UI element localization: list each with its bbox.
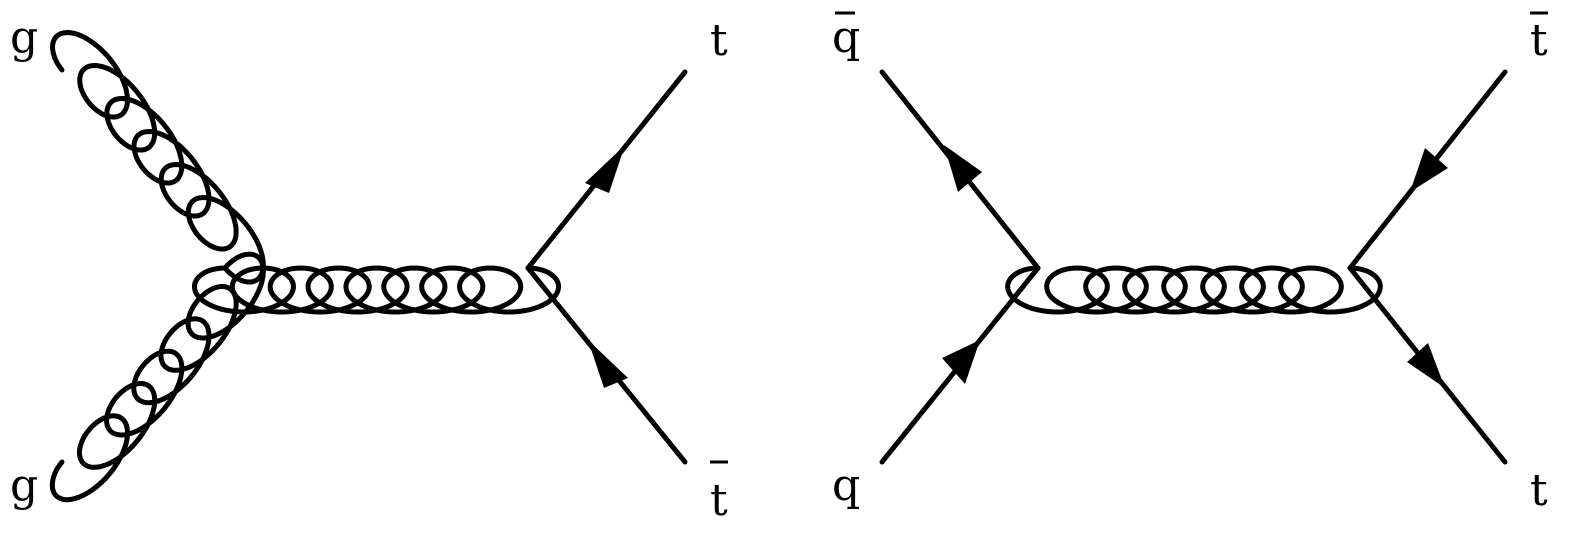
propagator-gluon: [1005, 265, 1383, 315]
diagram-gg-to-ttbar: g g t t: [10, 12, 728, 526]
incoming-gluon-bottom: [49, 251, 266, 503]
label-top-quark: t: [1530, 465, 1548, 516]
arrow-outgoing-antitop: [1410, 148, 1448, 192]
arrow-outgoing-antitop: [588, 340, 628, 388]
arrow-outgoing-top: [1407, 343, 1445, 388]
propagator-gluon: [192, 265, 561, 315]
label-antitop: t: [1530, 15, 1548, 66]
label-antiquark: q: [832, 12, 860, 63]
label-top-quark: t: [710, 15, 728, 66]
incoming-gluon-top: [50, 30, 266, 285]
label-quark: q: [832, 460, 860, 511]
arrow-incoming-antiquark: [944, 145, 982, 192]
label-incoming-gluon-bottom: g: [10, 460, 38, 511]
label-incoming-gluon-top: g: [10, 12, 38, 63]
diagram-qqbar-to-ttbar: q q t t: [832, 11, 1548, 516]
arrow-outgoing-top: [585, 145, 625, 193]
arrow-incoming-quark: [942, 340, 980, 384]
label-antitop: t: [710, 475, 728, 526]
